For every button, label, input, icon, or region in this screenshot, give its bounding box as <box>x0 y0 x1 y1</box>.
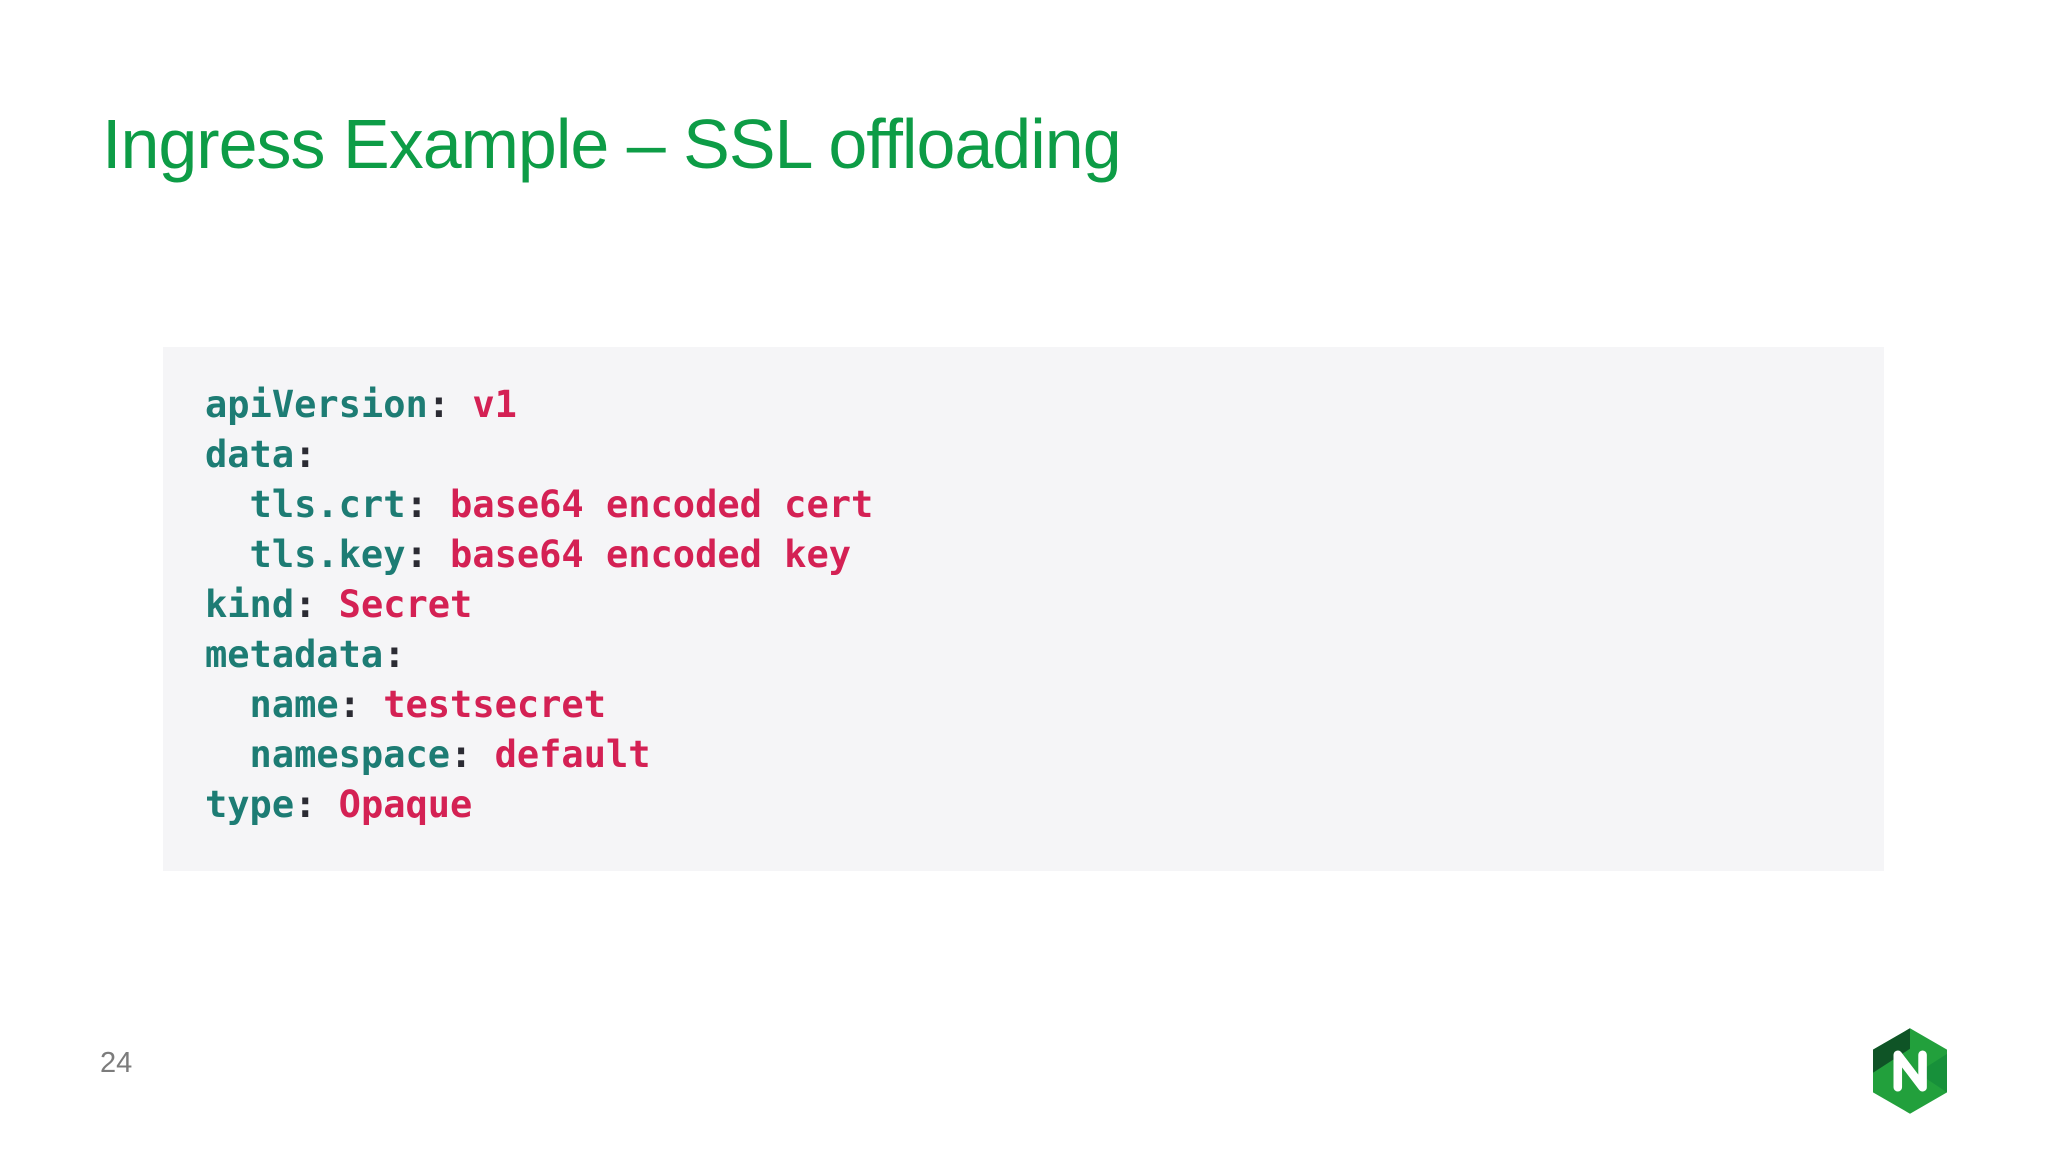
yaml-value: base64 encoded key <box>427 533 852 576</box>
slide-title: Ingress Example – SSL offloading <box>102 104 1122 183</box>
code-line: namespace: default <box>205 730 1884 780</box>
code-line: data: <box>205 430 1884 480</box>
code-line: name: testsecret <box>205 680 1884 730</box>
code-line: metadata: <box>205 630 1884 680</box>
yaml-key: name <box>249 683 339 726</box>
yaml-key: metadata <box>205 633 384 676</box>
yaml-key: tls.crt <box>249 483 406 526</box>
yaml-colon: : <box>294 783 317 826</box>
yaml-key: data <box>205 433 295 476</box>
yaml-value: default <box>472 733 651 776</box>
yaml-colon: : <box>338 683 361 726</box>
yaml-colon: : <box>405 483 428 526</box>
yaml-colon: : <box>450 733 473 776</box>
yaml-key: kind <box>205 583 295 626</box>
yaml-colon: : <box>427 383 451 426</box>
code-line: type: Opaque <box>205 780 1884 830</box>
yaml-key: apiVersion <box>205 383 428 426</box>
yaml-value: v1 <box>450 383 517 426</box>
yaml-key: namespace <box>249 733 451 776</box>
yaml-value: Opaque <box>316 783 473 826</box>
nginx-hexagon-icon <box>1873 1028 1947 1114</box>
code-line: kind: Secret <box>205 580 1884 630</box>
nginx-logo <box>1873 1028 1947 1114</box>
yaml-colon: : <box>294 433 317 476</box>
yaml-colon: : <box>405 533 428 576</box>
yaml-key: tls.key <box>249 533 406 576</box>
yaml-colon: : <box>383 633 406 676</box>
code-line: tls.key: base64 encoded key <box>205 530 1884 580</box>
yaml-value: testsecret <box>360 683 606 726</box>
code-line: apiVersion: v1 <box>205 380 1884 430</box>
yaml-key: type <box>205 783 295 826</box>
code-line: tls.crt: base64 encoded cert <box>205 480 1884 530</box>
page-number: 24 <box>100 1047 133 1079</box>
yaml-value: Secret <box>316 583 473 626</box>
yaml-value: base64 encoded cert <box>427 483 874 526</box>
yaml-colon: : <box>294 583 317 626</box>
